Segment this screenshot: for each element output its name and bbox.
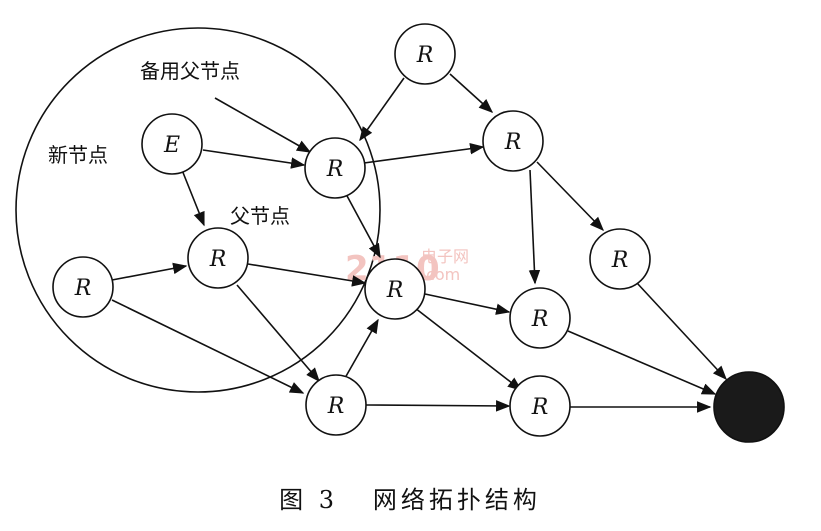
new-node-label: 新节点 (48, 143, 108, 167)
node-r-label: R (504, 130, 522, 155)
node-r-mid-right (509, 287, 571, 349)
node-r-parent (187, 227, 249, 289)
edge-r3-to-r-center (345, 193, 381, 259)
edge-e-to-r-parent (181, 169, 205, 227)
edge-r7-to-r-center (344, 318, 379, 379)
edge-r-center-to-r8 (414, 307, 523, 391)
node-r-label: R (531, 395, 549, 420)
edge-r4-to-r6 (528, 169, 541, 285)
edge-rtop-to-r3 (359, 77, 405, 142)
node-r-label: R (531, 307, 549, 332)
node-r-label: R (327, 394, 345, 419)
node-r-top (394, 23, 456, 85)
node-r-upper-right (482, 110, 544, 172)
backup-parent-pointer (214, 97, 312, 153)
node-r-label: R (386, 278, 404, 303)
edge-r6-to-sink (567, 330, 717, 395)
edge-r-parent-to-r7 (236, 284, 320, 383)
coverage-circle (15, 27, 381, 393)
edge-rtop-to-r4 (449, 73, 494, 113)
nodes (52, 23, 651, 437)
node-r-label: R (74, 276, 92, 301)
node-r-bottom-right (509, 375, 571, 437)
node-r-bottom-left (305, 374, 367, 436)
figure-caption: 图 3 网络拓扑结构 (279, 486, 541, 514)
edge-e-to-r3 (202, 149, 306, 169)
edge-rleft-to-r-parent (111, 262, 188, 281)
edge-r4-to-r5 (536, 161, 605, 232)
watermark-sub: 电子网 (421, 247, 469, 266)
edge-rleft-to-r7 (111, 299, 305, 394)
node-r-label: R (326, 157, 344, 182)
node-r-right (589, 228, 651, 290)
node-r-backup-parent (304, 137, 366, 199)
node-e-label: E (163, 133, 180, 158)
edges (111, 73, 727, 413)
node-r-label: R (611, 248, 629, 273)
node-r-label: R (416, 43, 434, 68)
edge-r-parent-to-r-center (247, 263, 367, 287)
parent-node-label: 父节点 (230, 204, 290, 228)
edge-r3-to-r4 (363, 143, 485, 164)
node-labels: E R R R R R R R R R R (74, 43, 629, 420)
edge-r5-to-sink (636, 282, 727, 381)
node-r-center (364, 258, 426, 320)
watermark-domain: .com (421, 265, 460, 284)
edge-r-center-to-r6 (424, 293, 511, 315)
edge-r7-to-r8 (365, 400, 511, 412)
node-e (141, 113, 203, 175)
node-r-label: R (209, 247, 227, 272)
node-r-left (52, 256, 114, 318)
sink-node (713, 371, 785, 443)
backup-parent-label: 备用父节点 (140, 59, 240, 83)
